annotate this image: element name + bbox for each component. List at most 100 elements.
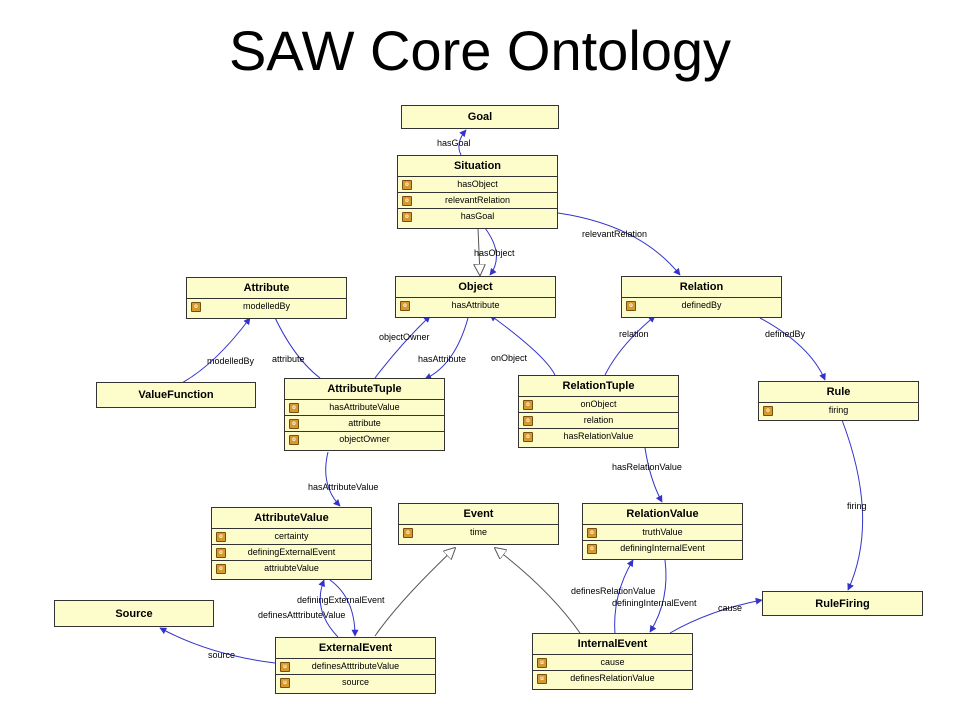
class-internalevent[interactable]: InternalEvent u cause u definesRelationVal…	[532, 633, 693, 690]
property-label: source	[341, 677, 369, 687]
edge-label-hasobject: hasObject	[474, 248, 515, 258]
edge-label-definedby: definedBy	[765, 329, 806, 339]
edge-label-hasattributevalue: hasAttributeValue	[308, 482, 379, 492]
edge-label-hasgoal: hasGoal	[437, 138, 471, 148]
property-label: definesRelationValue	[570, 673, 655, 683]
property-row[interactable]: o relevantRelation	[398, 192, 557, 208]
class-goal[interactable]: Goal	[401, 105, 559, 129]
edge-modelledby	[179, 317, 251, 385]
property-row[interactable]: o attribute	[285, 415, 444, 431]
edge-label-defininginternalevent: definingInternalEvent	[612, 598, 697, 608]
property-icon: o	[523, 416, 533, 426]
property-row[interactable]: o hasAttribute	[396, 297, 555, 313]
edge-label-hasattribute: hasAttribute	[418, 354, 467, 364]
property-icon: o	[523, 432, 533, 442]
class-title: ExternalEvent	[318, 642, 393, 654]
property-label: objectOwner	[339, 434, 390, 444]
class-title: RelationTuple	[562, 380, 635, 392]
property-label: hasRelationValue	[563, 431, 634, 441]
class-title: AttributeTuple	[327, 383, 402, 395]
class-title: Attribute	[243, 282, 290, 294]
class-rulefiring[interactable]: RuleFiring	[762, 591, 923, 616]
property-icon: o	[587, 528, 597, 538]
edge-label-cause: cause	[718, 603, 743, 613]
property-icon: o	[289, 435, 299, 445]
class-title: Goal	[467, 111, 493, 123]
property-icon: o	[523, 400, 533, 410]
edge-hasrelationvalue	[644, 447, 663, 503]
property-label: time	[469, 527, 487, 537]
inherit-situation-object	[478, 227, 480, 275]
edge-label-hasrelationvalue: hasRelationValue	[612, 462, 682, 472]
edge-label-attribute: attribute	[272, 354, 305, 364]
edge-label-source: source	[208, 650, 236, 660]
property-row[interactable]: u source	[276, 674, 435, 690]
edge-label-relevantrelation: relevantRelation	[582, 229, 648, 239]
class-source[interactable]: Source	[54, 600, 214, 627]
property-label: definingExternalEvent	[247, 547, 336, 557]
property-label: hasAttribute	[451, 300, 500, 310]
class-title: AttributeValue	[254, 512, 329, 524]
edge-hasattribute	[424, 317, 469, 380]
property-row[interactable]: o time	[399, 524, 558, 540]
edge-definingexternalevent	[329, 579, 359, 637]
edge-onobject	[489, 314, 556, 376]
property-icon: o	[402, 196, 412, 206]
property-label: attribute	[348, 418, 381, 428]
property-icon: o	[216, 564, 226, 574]
property-row[interactable]: o objectOwner	[285, 431, 444, 447]
property-label: cause	[600, 657, 625, 667]
edge-firing	[841, 419, 864, 591]
edge-definedby	[759, 317, 826, 381]
class-valuefunction[interactable]: ValueFunction	[96, 382, 256, 408]
edge-objectowner	[374, 315, 431, 379]
property-icon: u	[537, 674, 547, 684]
property-row[interactable]: u definesRelationValue	[533, 670, 692, 686]
class-title: Relation	[679, 281, 724, 293]
edge-label-relation: relation	[619, 329, 649, 339]
class-title: Situation	[453, 160, 502, 172]
property-icon: o	[191, 302, 201, 312]
property-icon: o	[403, 528, 413, 538]
property-label: relevantRelation	[444, 195, 511, 205]
property-label: firing	[828, 405, 849, 415]
class-title: InternalEvent	[577, 638, 648, 650]
property-icon: o	[400, 301, 410, 311]
property-row[interactable]: u cause	[533, 654, 692, 670]
property-icon: o	[402, 180, 412, 190]
property-row[interactable]: o hasRelationValue	[519, 428, 678, 444]
property-icon: o	[289, 403, 299, 413]
class-title: Rule	[826, 386, 851, 398]
property-icon: o	[289, 419, 299, 429]
property-icon: u	[537, 658, 547, 668]
edge-relation	[604, 315, 656, 376]
property-icon: u	[280, 678, 290, 688]
edge-label-objectowner: objectOwner	[379, 332, 430, 342]
